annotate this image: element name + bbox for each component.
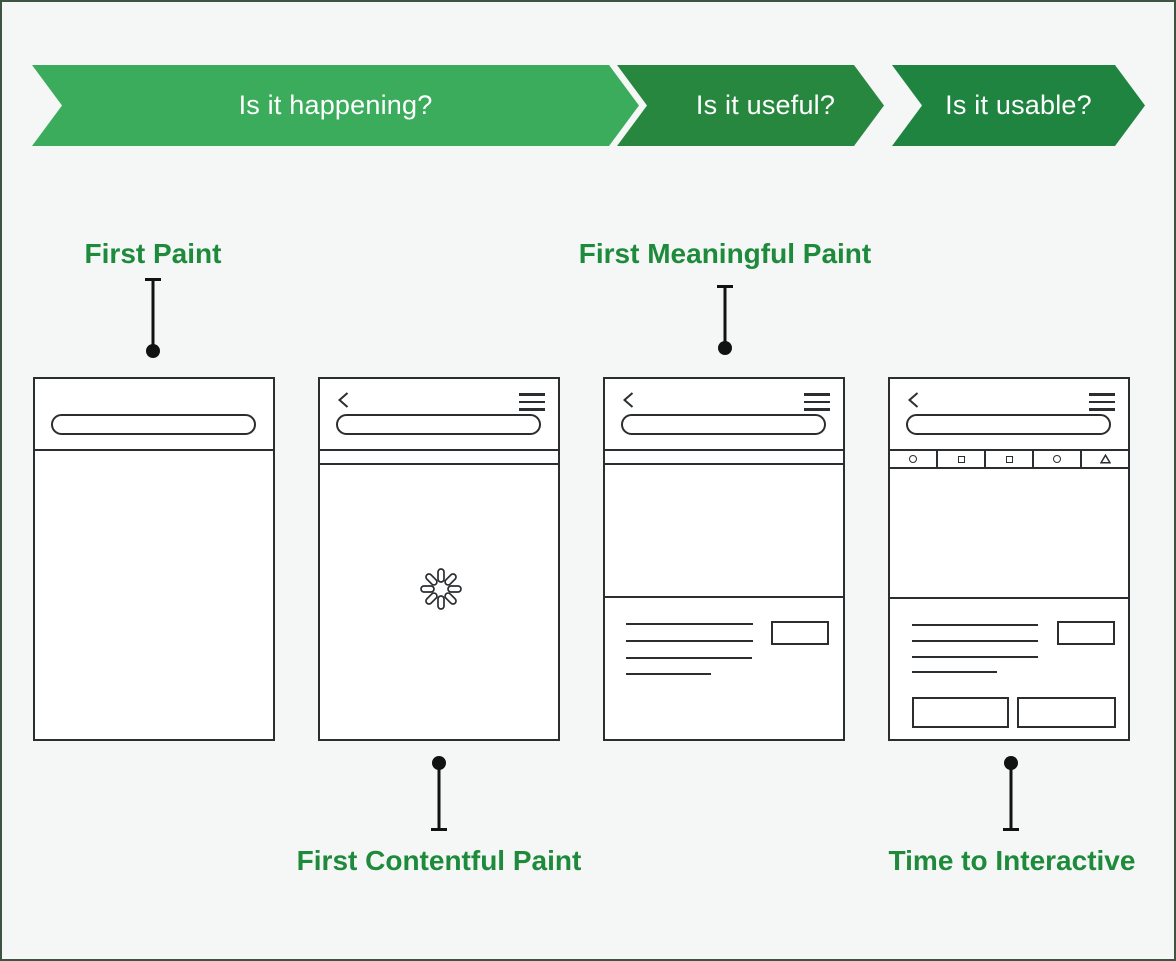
tab-strip — [320, 451, 558, 465]
detail-button-block — [1057, 621, 1115, 645]
phone-frame-first-contentful-paint — [318, 377, 560, 741]
first-contentful-paint-label: First Contentful Paint — [296, 845, 582, 876]
square-icon — [957, 455, 965, 463]
toolbar-cell — [1082, 451, 1128, 467]
chevron-is-it-usable — [892, 65, 1145, 146]
back-icon — [907, 392, 919, 408]
back-icon — [337, 392, 349, 408]
toolbar-cell — [1034, 451, 1082, 467]
text-line — [626, 657, 752, 659]
text-line — [626, 623, 753, 625]
triangle-icon — [1099, 454, 1111, 464]
action-button-block — [1017, 697, 1116, 728]
browser-header — [890, 379, 1128, 451]
stage-chevron-banner — [32, 65, 1145, 146]
text-line — [912, 671, 997, 673]
hero-block — [890, 469, 1128, 599]
text-line — [912, 656, 1038, 658]
text-line — [912, 624, 1038, 626]
phone-frame-first-meaningful-paint — [603, 377, 845, 741]
detail-button-block — [771, 621, 829, 645]
text-line — [912, 640, 1038, 642]
phone-frame-time-to-interactive — [888, 377, 1130, 741]
first-meaningful-paint-connector-line — [723, 285, 727, 347]
menu-icon — [804, 393, 830, 411]
tab-strip — [605, 451, 843, 465]
action-button-block — [912, 697, 1009, 728]
first-meaningful-paint-label: First Meaningful Paint — [578, 238, 872, 269]
first-paint-label: First Paint — [84, 238, 222, 269]
url-bar — [621, 414, 826, 435]
first-paint-connector-line — [151, 278, 155, 350]
menu-icon — [519, 393, 545, 411]
spinner-icon — [420, 568, 462, 610]
stage-label-happening: Is it happening? — [238, 90, 433, 120]
text-line — [626, 673, 711, 675]
text-line — [626, 640, 753, 642]
time-to-interactive-connector-bar — [1003, 828, 1019, 831]
url-bar — [906, 414, 1111, 435]
chevron-is-it-happening — [32, 65, 639, 146]
toolbar-strip — [890, 451, 1128, 469]
toolbar-cell — [938, 451, 986, 467]
browser-header — [605, 379, 843, 451]
browser-header — [35, 379, 273, 451]
square-icon — [1005, 455, 1013, 463]
first-contentful-paint-connector-bar — [431, 828, 447, 831]
url-bar — [336, 414, 541, 435]
back-icon — [622, 392, 634, 408]
first-meaningful-paint-connector-dot — [718, 341, 732, 355]
stage-label-useful: Is it useful? — [695, 90, 836, 120]
circle-icon — [909, 455, 917, 463]
url-bar — [51, 414, 256, 435]
stage-label-usable: Is it usable? — [945, 90, 1092, 120]
circle-icon — [1053, 455, 1061, 463]
time-to-interactive-connector-line — [1009, 763, 1013, 830]
time-to-interactive-label: Time to Interactive — [888, 845, 1136, 876]
menu-icon — [1089, 393, 1115, 411]
hero-block — [605, 465, 843, 598]
first-paint-connector-dot — [146, 344, 160, 358]
phone-frame-first-paint — [33, 377, 275, 741]
chevron-is-it-useful — [617, 65, 884, 146]
first-contentful-paint-connector-line — [437, 763, 441, 830]
toolbar-cell — [986, 451, 1034, 467]
toolbar-cell — [890, 451, 938, 467]
browser-header — [320, 379, 558, 451]
